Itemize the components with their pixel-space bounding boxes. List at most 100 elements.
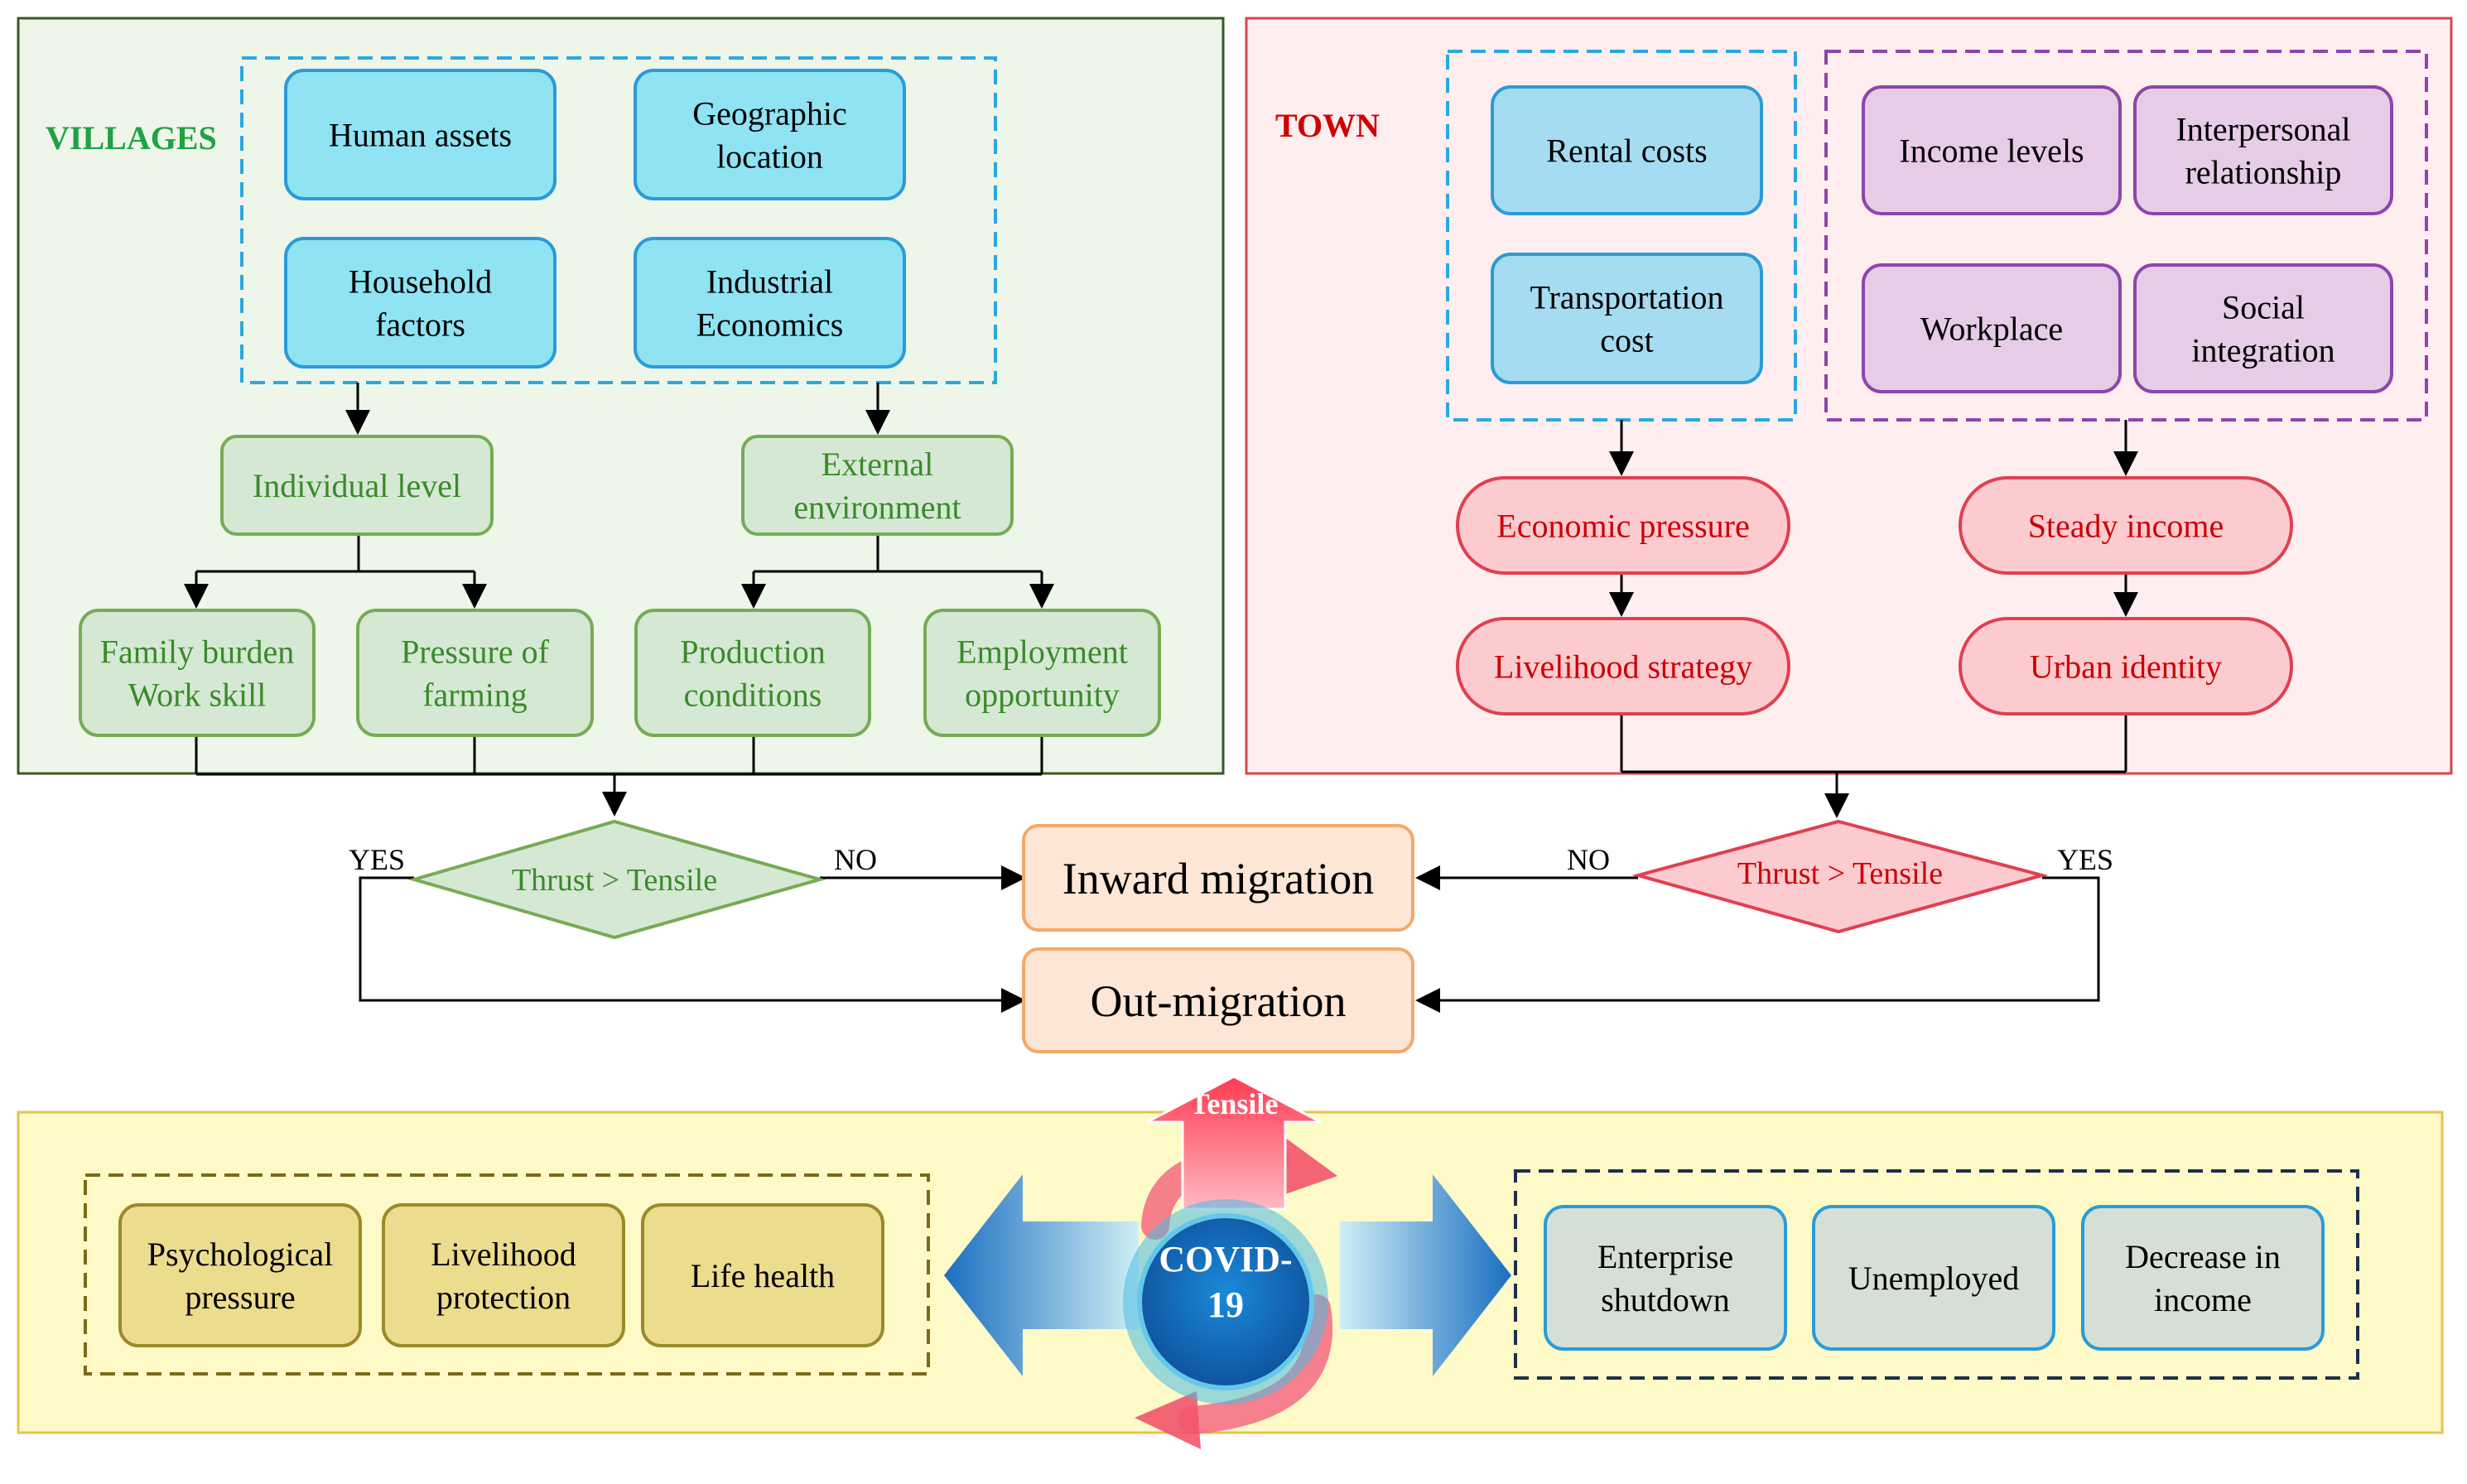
household-factors-box-shape [284, 237, 557, 369]
transportation-cost-box-label: Transportation [1530, 279, 1723, 316]
production-conditions-box-label: Production [680, 634, 826, 671]
household-factors-box-label: factors [375, 306, 465, 344]
employment-opportunity-box-label: Employment [956, 634, 1128, 671]
geographic-location-box-shape [634, 69, 906, 200]
interpersonal-relationship-box: Interpersonal relationship [2133, 85, 2393, 215]
inward-migration-box-shape [1022, 824, 1414, 932]
transportation-cost-box-shape [1491, 253, 1763, 384]
swirl-head-top [1271, 1130, 1337, 1199]
livelihood-protection-box: Livelihood protection [382, 1203, 625, 1347]
employment-opportunity-box: Employment opportunity [923, 609, 1161, 737]
covid-left-group [84, 1173, 930, 1376]
workplace-box-shape [1862, 263, 2122, 393]
economic-pressure-pill: Economic pressure [1456, 476, 1790, 575]
village-factors-group [240, 56, 997, 384]
industrial-economics-box-label: Industrial [706, 263, 833, 301]
left-spread-arrow [944, 1174, 1139, 1376]
pressure-of-farming-box-label: Pressure of [401, 634, 550, 671]
household-factors-box: Household factors [284, 237, 557, 369]
family-burden-box-label: Family burden [100, 634, 294, 671]
inward-migration-box-label: Inward migration [1062, 854, 1374, 903]
psychological-pressure-box-label: pressure [185, 1279, 295, 1316]
steady-income-pill-shape [1959, 476, 2293, 575]
out-migration-box: Out-migration [1022, 947, 1414, 1053]
covid-circle [1137, 1213, 1314, 1390]
town-decision-label: Thrust > Tensile [1737, 856, 1943, 891]
industrial-economics-box-shape [634, 237, 906, 369]
geographic-location-box-label: Geographic [692, 95, 847, 132]
pressure-of-farming-box-shape [356, 609, 594, 737]
external-environment-box-label: environment [793, 489, 961, 526]
rental-costs-box-shape [1491, 85, 1763, 215]
village-decision-label: Thrust > Tensile [512, 863, 717, 898]
decrease-in-income-box-label: income [2154, 1281, 2252, 1318]
livelihood-protection-box-label: Livelihood [431, 1236, 576, 1273]
pressure-of-farming-box: Pressure of farming [356, 609, 594, 737]
social-integration-box-label: Social [2222, 289, 2305, 326]
individual-level-box-label: Individual level [253, 467, 461, 504]
geographic-location-box-label: location [716, 138, 823, 176]
individual-level-box-shape [220, 435, 494, 536]
human-assets-box: Human assets [284, 69, 557, 200]
out-migration-box-shape [1022, 947, 1414, 1053]
town-yes-label: YES [2057, 843, 2113, 876]
production-conditions-box-shape [634, 609, 871, 737]
right-spread-arrow [1340, 1174, 1511, 1376]
interpersonal-relationship-box-shape [2133, 85, 2393, 215]
social-integration-box-shape [2133, 263, 2393, 393]
interpersonal-relationship-box-label: Interpersonal [2175, 111, 2350, 148]
connectors [184, 383, 2138, 1013]
life-health-box: Life health [641, 1203, 884, 1347]
human-assets-box-label: Human assets [329, 117, 512, 154]
steady-income-pill: Steady income [1959, 476, 2293, 575]
pressure-of-farming-box-label: farming [422, 677, 528, 714]
psychological-pressure-box-shape [118, 1203, 362, 1347]
unemployed-box-shape [1812, 1205, 2055, 1351]
village-no-label: NO [834, 843, 877, 876]
inward-migration-box: Inward migration [1022, 824, 1414, 932]
swirl-head-bottom [1135, 1391, 1201, 1449]
decrease-in-income-box-shape [2081, 1205, 2325, 1351]
out-migration-box-label: Out-migration [1091, 976, 1347, 1026]
psychological-pressure-box-label: Psychological [147, 1236, 333, 1273]
industrial-economics-box-label: Economics [696, 306, 844, 344]
transportation-cost-box: Transportation cost [1491, 253, 1763, 384]
income-levels-box: Income levels [1862, 85, 2122, 215]
town-decision-diamond [1631, 819, 2049, 934]
urban-identity-pill-shape [1959, 617, 2293, 716]
livelihood-strategy-pill-shape [1456, 617, 1790, 716]
livelihood-protection-box-label: protection [436, 1279, 571, 1316]
external-environment-box-label: External [822, 446, 934, 483]
social-integration-box-label: integration [2191, 332, 2334, 369]
interpersonal-relationship-box-label: relationship [2185, 154, 2342, 191]
household-factors-box-label: Household [349, 263, 492, 301]
livelihood-strategy-pill: Livelihood strategy [1456, 617, 1790, 716]
covid-label: COVID- [1159, 1239, 1292, 1279]
family-burden-box-label: Work skill [128, 677, 267, 714]
village-decision-diamond [407, 819, 826, 940]
covid-label-line2: 19 [1207, 1284, 1244, 1325]
external-environment-box: External environment [741, 435, 1014, 536]
urban-identity-pill: Urban identity [1959, 617, 2293, 716]
individual-level-box: Individual level [220, 435, 494, 536]
workplace-box: Workplace [1862, 263, 2122, 393]
villages-title: VILLAGES [46, 119, 217, 157]
economic-pressure-pill-shape [1456, 476, 1790, 575]
transportation-cost-box-label: cost [1600, 322, 1653, 359]
human-assets-box-shape [284, 69, 557, 200]
village-yes-label: YES [349, 843, 405, 876]
family-burden-box-shape [79, 609, 316, 737]
external-environment-box-shape [741, 435, 1014, 536]
economic-pressure-pill-label: Economic pressure [1496, 508, 1749, 545]
employment-opportunity-box-label: opportunity [965, 677, 1120, 714]
town-title: TOWN [1275, 107, 1380, 144]
income-levels-box-label: Income levels [1899, 132, 2084, 170]
employment-opportunity-box-shape [923, 609, 1161, 737]
rental-costs-box-label: Rental costs [1546, 132, 1707, 170]
enterprise-shutdown-box-label: shutdown [1601, 1281, 1730, 1318]
